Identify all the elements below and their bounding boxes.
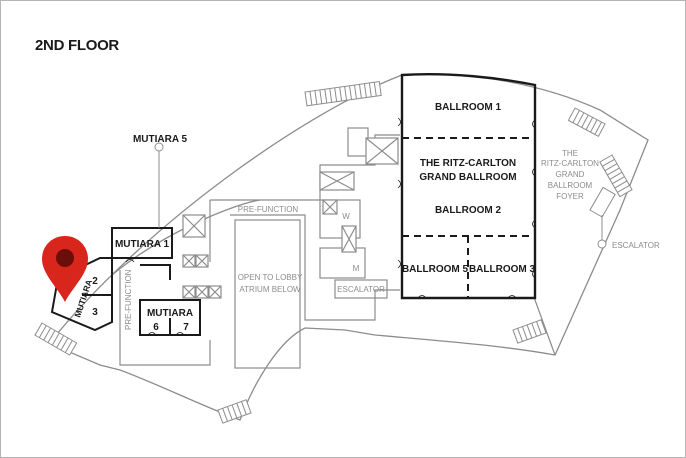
lift-box-7 (195, 254, 209, 268)
location-pin-icon (42, 236, 88, 302)
lift-box-3 (322, 199, 338, 215)
atrium-opening (234, 219, 301, 369)
lift-box-8 (182, 285, 196, 299)
ballroom-5-label: BALLROOM 5 (402, 264, 469, 275)
mutiara-6-label: 6 (153, 322, 159, 333)
escalator-callout-label: ESCALATOR (612, 241, 660, 250)
corridor-walls (230, 214, 400, 321)
mutiara-5-label: MUTIARA 5 (133, 134, 188, 145)
mutiara-5-callout-dot (154, 142, 164, 152)
lift-box-5 (182, 214, 206, 238)
service-corridor (210, 134, 400, 201)
mutiara-2-label: 2 (92, 276, 98, 287)
foyer-wall (534, 90, 556, 356)
foyer-label-3: GRAND (556, 170, 585, 179)
stair-left (34, 322, 78, 356)
mutiara-stub (140, 264, 171, 280)
stair-top (304, 80, 382, 107)
mutiara-west-room (50, 257, 113, 332)
lift-box-6 (182, 254, 196, 268)
mutiara-7-label: 7 (183, 322, 189, 333)
washroom-m-label: M (353, 264, 360, 273)
page-title: 2ND FLOOR (35, 37, 119, 54)
lift-box-1 (365, 137, 399, 165)
foyer-label-1: THE (562, 149, 578, 158)
stair-right (599, 154, 633, 198)
foyer-label-5: FOYER (556, 192, 584, 201)
ballroom-2-label: BALLROOM 2 (435, 205, 502, 216)
ballroom-1-label: BALLROOM 1 (435, 102, 502, 113)
escalator-box-label: ESCALATOR (337, 285, 385, 294)
mutiara-6-7-room (139, 299, 201, 336)
foyer-label-2: RITZ-CARLTON (541, 159, 599, 168)
grand-ballroom-label-2: GRAND BALLROOM (419, 172, 516, 183)
mutiara-1-room (111, 227, 173, 259)
lift-box-10 (208, 285, 222, 299)
ballroom-3-label: BALLROOM 3 (469, 264, 536, 275)
lift-box-4 (341, 225, 357, 253)
stair-bottom (217, 399, 252, 424)
mutiara-67-label: MUTIARA (147, 308, 193, 319)
prefunction-top-label: PRE-FUNCTION (238, 205, 299, 214)
prefunction-walls (119, 200, 211, 366)
mutiara-3-label: 3 (92, 307, 98, 318)
foyer-label-4: BALLROOM (548, 181, 593, 190)
washroom-w-label: W (342, 212, 350, 221)
stair-foyer (589, 186, 616, 218)
lift-lobby-1 (347, 127, 369, 157)
escalator-box (334, 279, 388, 299)
grand-ballroom-label-1: THE RITZ-CARLTON (420, 158, 516, 169)
lift-box-9 (195, 285, 209, 299)
mutiara-1-label: MUTIARA 1 (115, 239, 170, 250)
stair-bottom-right (512, 319, 547, 344)
washroom-w (319, 199, 361, 239)
stair-right-top (567, 107, 606, 137)
atrium-label-1: OPEN TO LOBBY (238, 273, 303, 282)
lift-box-2 (319, 171, 355, 191)
escalator-callout-dot (597, 239, 607, 249)
atrium-label-2: ATRIUM BELOW (239, 285, 301, 294)
prefunction-side-label: PRE-FUNCTION (124, 269, 133, 330)
